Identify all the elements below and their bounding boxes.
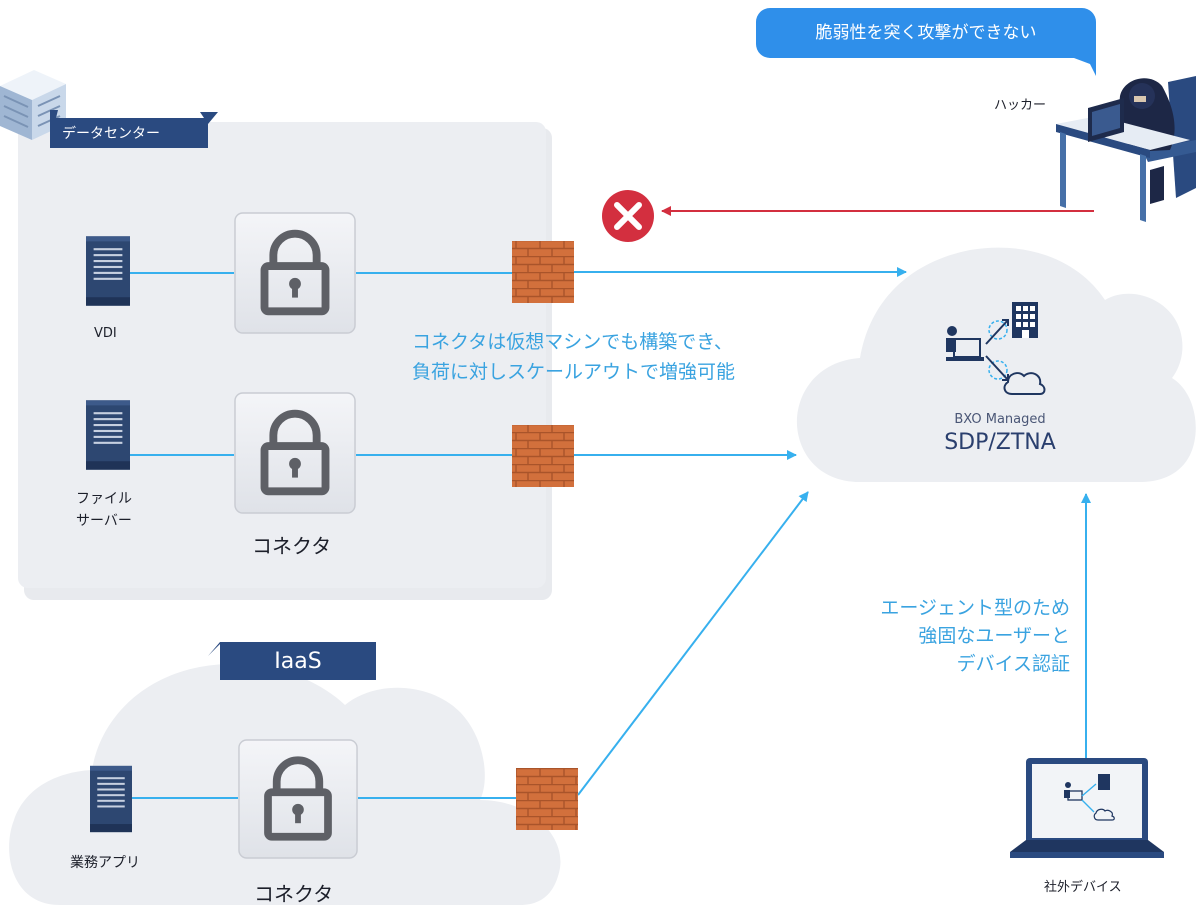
x-circle-icon <box>602 190 654 242</box>
connection-lines <box>130 267 1091 799</box>
datacenter-title: データセンター <box>62 118 202 148</box>
connector-note-line1: コネクタは仮想マシンでも構築でき、 <box>412 331 733 353</box>
datacenter-building-icon <box>0 70 66 140</box>
hacker-label: ハッカー <box>994 98 1047 113</box>
firewall-1-icon <box>512 241 574 303</box>
business-app-label: 業務アプリ <box>70 855 140 871</box>
connector-lock-iaas-icon <box>239 740 357 858</box>
iaas-title-text: IaaS <box>274 648 322 674</box>
user-at-laptop-icon <box>946 326 984 361</box>
laptop-icon <box>1010 758 1164 858</box>
agent-note-line2: 強固なユーザーと <box>918 625 1070 647</box>
connector-lock-vdi-icon <box>235 213 355 333</box>
speech-bubble-text: 脆弱性を突く攻撃ができない <box>815 23 1037 43</box>
speech-bubble <box>756 8 1096 76</box>
cloud-title: SDP/ZTNA <box>944 430 1056 455</box>
file-server-label-2: サーバー <box>76 513 132 529</box>
datacenter-panel <box>18 122 552 600</box>
link-arrows-icon <box>985 319 1009 381</box>
datacenter-title-text: データセンター <box>62 126 160 142</box>
firewall-3-icon <box>516 768 578 830</box>
datacenter-tag <box>50 110 218 148</box>
cloud-small-icon <box>1003 372 1046 395</box>
firewall-2-icon <box>512 425 574 487</box>
file-server-label-1: ファイル <box>76 491 132 507</box>
hacker-at-desk-icon <box>1056 76 1196 222</box>
agent-note-line3: デバイス認証 <box>956 653 1070 675</box>
vdi-label: VDI <box>94 326 117 341</box>
building-icon <box>1012 302 1038 338</box>
cloud-subtitle: BXO Managed <box>954 412 1046 427</box>
server-vdi-icon <box>86 236 130 306</box>
connector-label-datacenter: コネクタ <box>252 534 332 558</box>
connector-label-iaas: コネクタ <box>254 882 334 906</box>
device-label: 社外デバイス <box>1044 880 1122 895</box>
agent-note-line1: エージェント型のため <box>880 597 1070 619</box>
server-file-icon <box>86 400 130 470</box>
iaas-tag <box>208 642 376 680</box>
sdp-cloud-shape <box>796 247 1196 482</box>
connector-lock-file-icon <box>235 393 355 513</box>
server-app-icon <box>90 765 132 833</box>
iaas-title: IaaS <box>220 642 376 680</box>
connector-note-line2: 負荷に対しスケールアウトで増強可能 <box>412 361 736 383</box>
